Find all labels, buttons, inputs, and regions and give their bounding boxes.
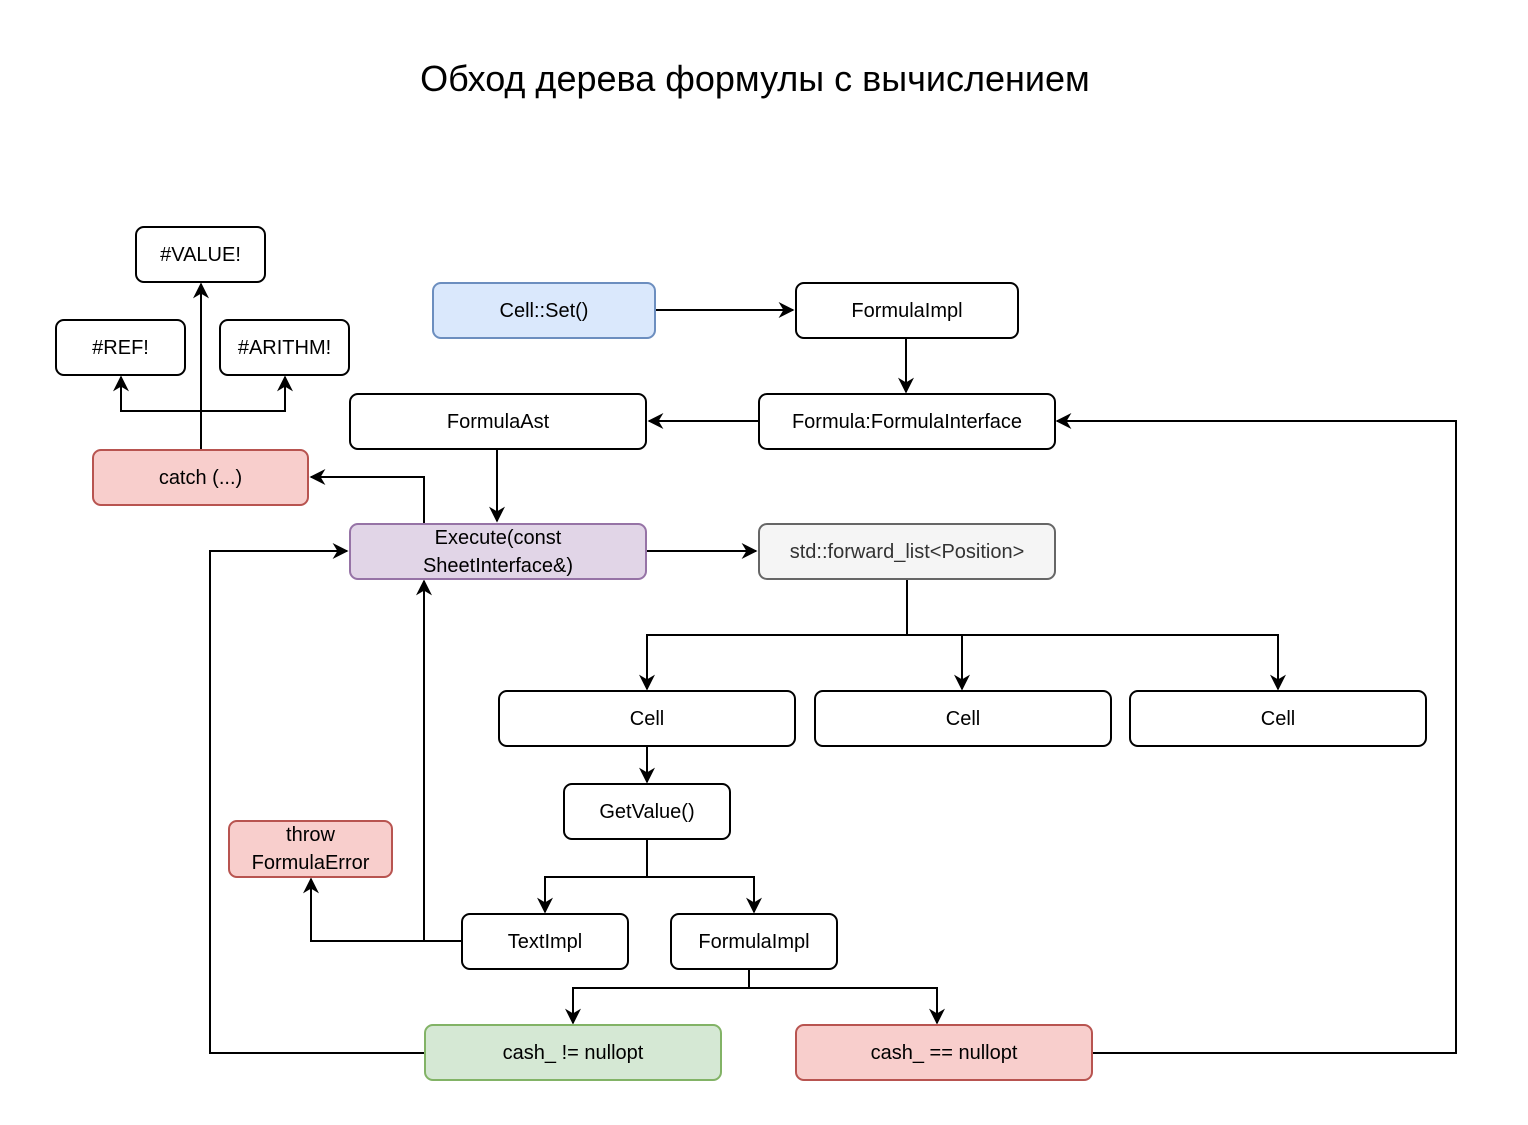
forward-list-node: std::forward_list<Position> (758, 523, 1056, 580)
edge-cache-present-to-execute (209, 543, 424, 1054)
cell-node-3: Cell (1129, 690, 1427, 747)
value-error-node: #VALUE! (135, 226, 266, 283)
formula-impl-bottom-node: FormulaImpl (670, 913, 838, 970)
edge-textimpl-to-throw (303, 877, 424, 942)
edge-getvalue-to-textimpl (537, 839, 648, 914)
get-value-node: GetValue() (563, 783, 731, 840)
edge-cache-empty-to-interface (1055, 413, 1457, 1054)
throw-error-node: throw FormulaError (228, 820, 393, 878)
edge-list-to-cell-3 (907, 634, 1286, 691)
edge-catch-to-arithm (201, 375, 293, 412)
arithm-error-node: #ARITHM! (219, 319, 350, 376)
diagram-title: Обход дерева формулы с вычислением (420, 58, 1090, 99)
edge-formulaimpl-to-cache-present (565, 969, 750, 1025)
formula-ast-node: FormulaAst (349, 393, 647, 450)
edge-list-to-cell-1 (639, 580, 908, 691)
edge-catch-to-ref (113, 375, 201, 412)
edge-execute-to-catch (309, 469, 425, 523)
edge-formulaimpl-to-cache-empty (749, 987, 945, 1025)
edge-textimpl-to-execute (416, 579, 461, 942)
cell-node-1: Cell (498, 690, 796, 747)
catch-node: catch (...) (92, 449, 309, 506)
cache-present-node: cash_ != nullopt (424, 1024, 722, 1081)
cell-set-node: Cell::Set() (432, 282, 656, 339)
text-impl-node: TextImpl (461, 913, 629, 970)
formula-impl-top-node: FormulaImpl (795, 282, 1019, 339)
edge-list-to-cell-2 (907, 634, 970, 691)
cache-empty-node: cash_ == nullopt (795, 1024, 1093, 1081)
formula-interface-node: Formula:FormulaInterface (758, 393, 1056, 450)
execute-node: Execute(const SheetInterface&) (349, 523, 647, 580)
edge-getvalue-to-formulaimpl (647, 876, 762, 914)
ref-error-node: #REF! (55, 319, 186, 376)
cell-node-2: Cell (814, 690, 1112, 747)
